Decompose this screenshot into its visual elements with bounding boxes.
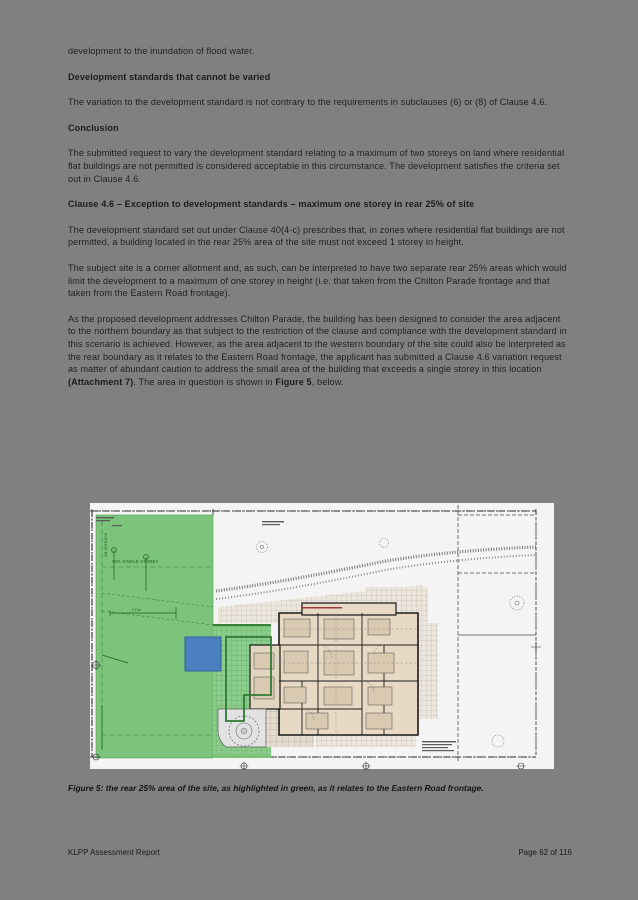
single-storey-outline: [213, 624, 272, 722]
page-footer: KLPP Assessment Report Page 62 of 116: [68, 848, 572, 857]
dimension-leaders: [101, 547, 177, 750]
paragraph-development-standard-40-4c: The development standard set out under C…: [68, 224, 565, 248]
landscape-vegetation: [215, 538, 537, 748]
paragraph-corner-allotment: The subject site is a corner allotment a…: [68, 262, 567, 299]
heading-development-standards-cannot-be-varied: Development standards that cannot be var…: [68, 71, 271, 82]
figure-5-site-plan: 1M SETBACK 25% SINGLE STOREY 9.17m: [66, 495, 572, 780]
paragraph-segment-1: As the proposed development addresses Ch…: [68, 313, 567, 375]
paragraph-conclusion-body: The submitted request to vary the develo…: [68, 148, 565, 184]
street-kerb-lines: [457, 505, 537, 761]
plan-microtext: [96, 517, 456, 752]
heading-clause-46-exception: Clause 4.6 – Exception to development st…: [68, 199, 475, 210]
rear-area-label: 25% SINGLE STOREY: [112, 559, 159, 564]
building-footprint: [249, 602, 419, 736]
paragraph-subclauses: The variation to the development standar…: [68, 97, 548, 108]
paragraph-flood: development to the inundation of flood w…: [68, 46, 255, 56]
paragraph-segment-2: . The area in question is shown in: [133, 376, 276, 387]
paragraph-chilton-parade-addresses: As the proposed development addresses Ch…: [68, 313, 568, 389]
setback-annotations: [101, 521, 214, 750]
footer-page-number: Page 62 of 116: [518, 848, 572, 857]
site-plan-drawing: 1M SETBACK 25% SINGLE STOREY 9.17m: [66, 495, 572, 780]
dimension-label: 9.17m: [132, 608, 141, 612]
figure-5-caption: Figure 5: the rear 25% area of the site,…: [68, 783, 484, 793]
footer-document-title: KLPP Assessment Report: [68, 848, 160, 857]
exceeds-single-storey-highlight[interactable]: [184, 636, 222, 672]
boundary-ticks: [90, 509, 537, 758]
heading-conclusion: Conclusion: [68, 122, 119, 133]
setback-label: 1M SETBACK: [104, 532, 108, 557]
figure-reference: Figure 5: [275, 376, 312, 387]
attachment-reference: (Attachment 7): [68, 376, 134, 387]
document-body: development to the inundation of flood w…: [68, 45, 568, 401]
paragraph-segment-3: , below.: [311, 376, 344, 387]
